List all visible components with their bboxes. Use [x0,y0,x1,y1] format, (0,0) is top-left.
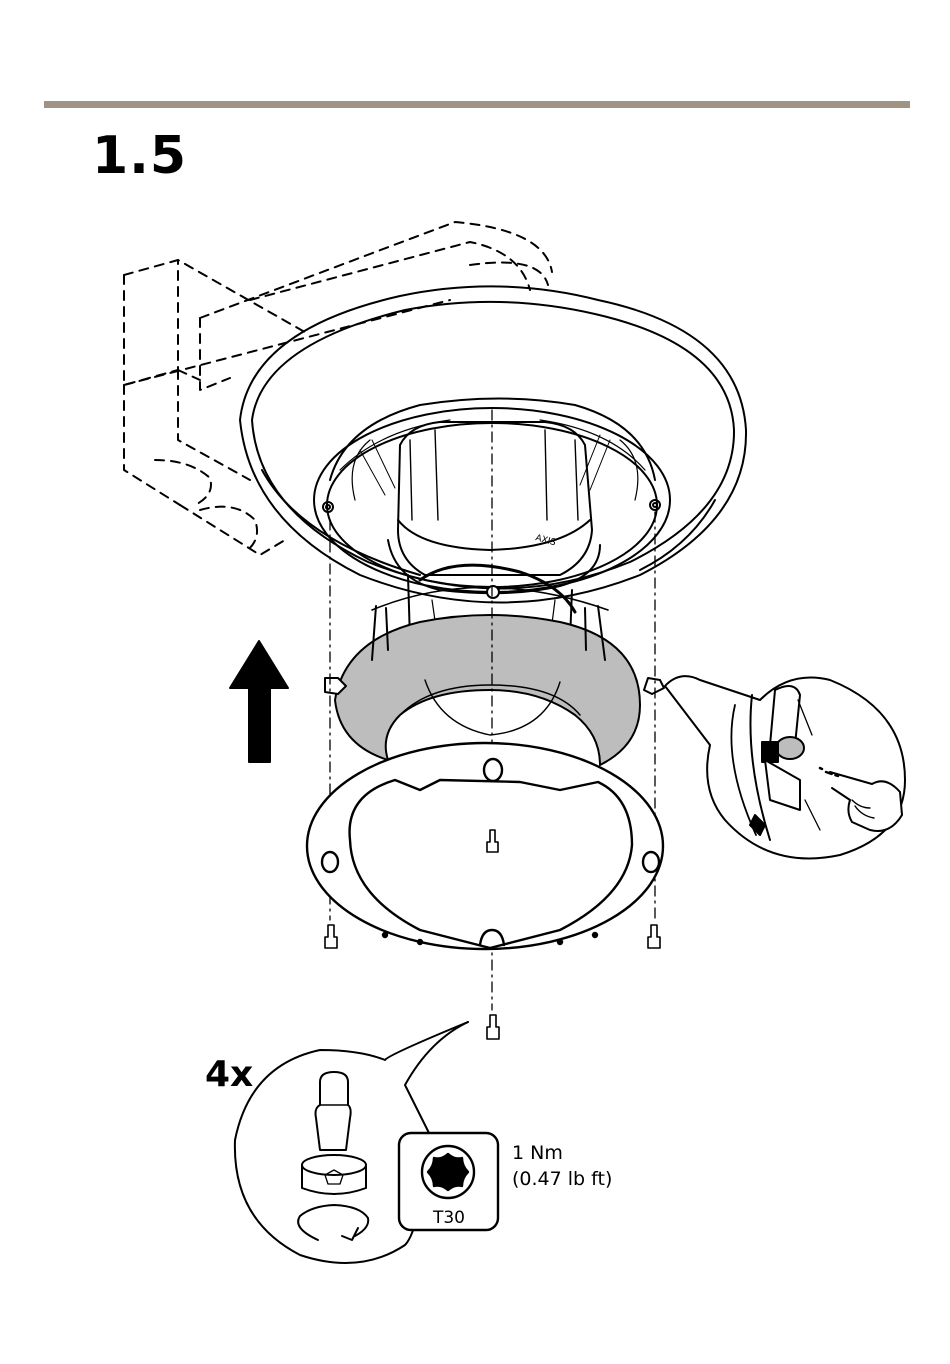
torque-spec: 1 Nm (0.47 lb ft) [512,1140,612,1192]
rotate-clockwise-icon [298,1205,368,1240]
bayonet-ring [325,586,664,765]
up-arrow-icon [230,641,288,762]
svg-text:AXIS: AXIS [534,533,557,548]
trim-ring [307,743,663,949]
wall-mount-outline [124,222,552,555]
screw-quantity: 4x [205,1054,253,1095]
screw [487,1015,499,1039]
camera-housing [240,286,746,602]
torque-imperial: (0.47 lb ft) [512,1166,612,1192]
screw [648,925,660,948]
torque-metric: 1 Nm [512,1140,612,1166]
screw [325,925,337,948]
latch-detail-callout [665,676,905,858]
tool-bit-label: T30 [432,1208,465,1228]
